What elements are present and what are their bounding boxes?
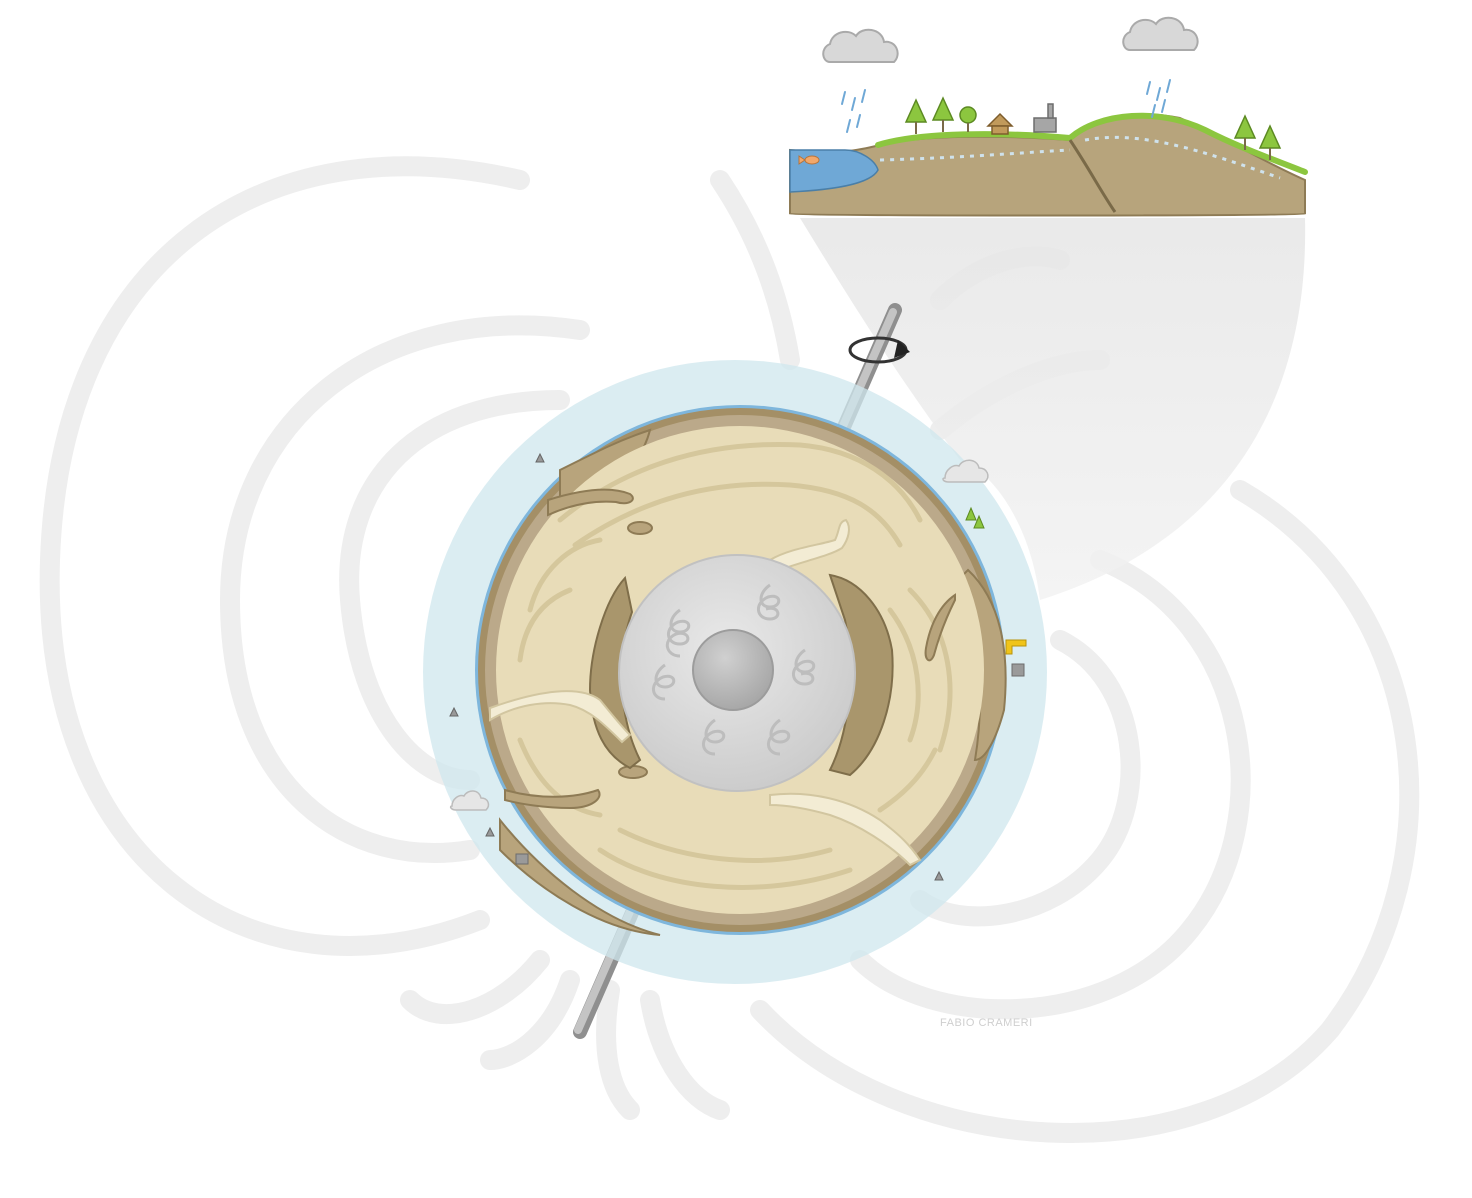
inner-core — [693, 630, 773, 710]
field-line-bottom-3 — [606, 990, 630, 1110]
slab-blob — [628, 522, 652, 534]
cloud-left — [823, 30, 897, 62]
field-line-bottom-4 — [650, 1000, 720, 1110]
landscape-inset — [790, 18, 1305, 216]
credit-signature: FABIO CRAMERI — [940, 1017, 1033, 1029]
field-line-bottom-1 — [410, 960, 540, 1014]
cloud-right — [1123, 18, 1197, 50]
cloud-icon — [823, 18, 1197, 62]
house-icon — [988, 114, 1012, 134]
factory-icon — [1034, 104, 1056, 132]
field-line-top-1 — [720, 180, 790, 360]
slab-blob-2 — [619, 766, 647, 778]
